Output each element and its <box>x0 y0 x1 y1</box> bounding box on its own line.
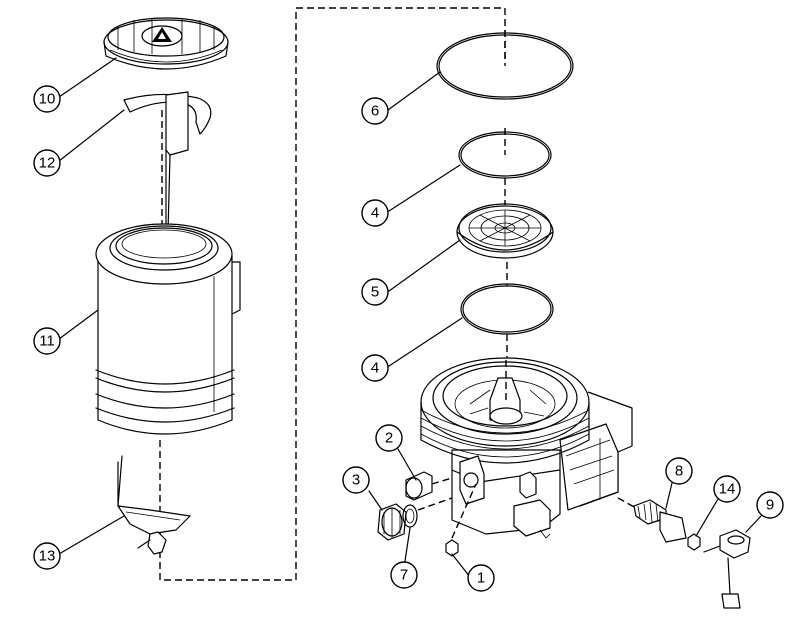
part-13-paddle <box>117 455 191 555</box>
callout-3-label: 3 <box>352 472 360 489</box>
leader-lines <box>58 57 762 578</box>
part-6-oring <box>436 30 574 100</box>
part-7-washer <box>402 497 453 528</box>
callout-14-label: 14 <box>719 481 736 498</box>
part-1-plug <box>445 483 477 557</box>
part-2-plug <box>405 471 453 501</box>
callout-11: 11 <box>33 327 61 355</box>
callout-12-label: 12 <box>39 155 56 172</box>
callout-10-label: 10 <box>39 91 56 108</box>
part-10-cap <box>103 17 229 70</box>
callout-1: 1 <box>467 564 495 592</box>
part-4-oring-upper <box>458 128 552 205</box>
callout-11-label: 11 <box>39 333 55 350</box>
assembly-connection-line <box>159 7 506 581</box>
pump-housing <box>420 357 633 539</box>
callout-6-label: 6 <box>371 103 379 120</box>
callout-2-label: 2 <box>385 430 393 447</box>
callout-13-label: 13 <box>39 548 56 565</box>
callout-3: 3 <box>342 466 370 494</box>
callout-5-label: 5 <box>371 284 379 301</box>
part-3-fitting <box>377 503 407 541</box>
callout-14: 14 <box>713 475 741 503</box>
part-9-outlet <box>703 529 751 609</box>
callout-4-upper: 4 <box>361 199 389 227</box>
part-4-oring-lower <box>460 262 554 360</box>
callout-6: 6 <box>361 97 389 125</box>
callout-7-label: 7 <box>400 567 408 584</box>
part-5-filter <box>456 203 554 259</box>
part-14-connector <box>687 533 701 551</box>
callout-5: 5 <box>361 278 389 306</box>
callout-7: 7 <box>390 561 418 589</box>
callout-1-label: 1 <box>477 570 485 587</box>
callout-10: 10 <box>33 85 61 113</box>
callout-4-upper-label: 4 <box>371 205 379 222</box>
callout-4-lower: 4 <box>361 354 389 382</box>
callout-9-label: 9 <box>766 497 774 514</box>
callout-12: 12 <box>33 149 61 177</box>
callout-8: 8 <box>665 457 693 485</box>
callout-9: 9 <box>756 491 784 519</box>
callout-8-label: 8 <box>675 463 683 480</box>
part-8-pump-element <box>617 497 687 543</box>
callout-4-lower-label: 4 <box>371 360 379 377</box>
part-12-bracket <box>123 91 212 236</box>
callout-13: 13 <box>33 542 61 570</box>
callout-2: 2 <box>375 424 403 452</box>
